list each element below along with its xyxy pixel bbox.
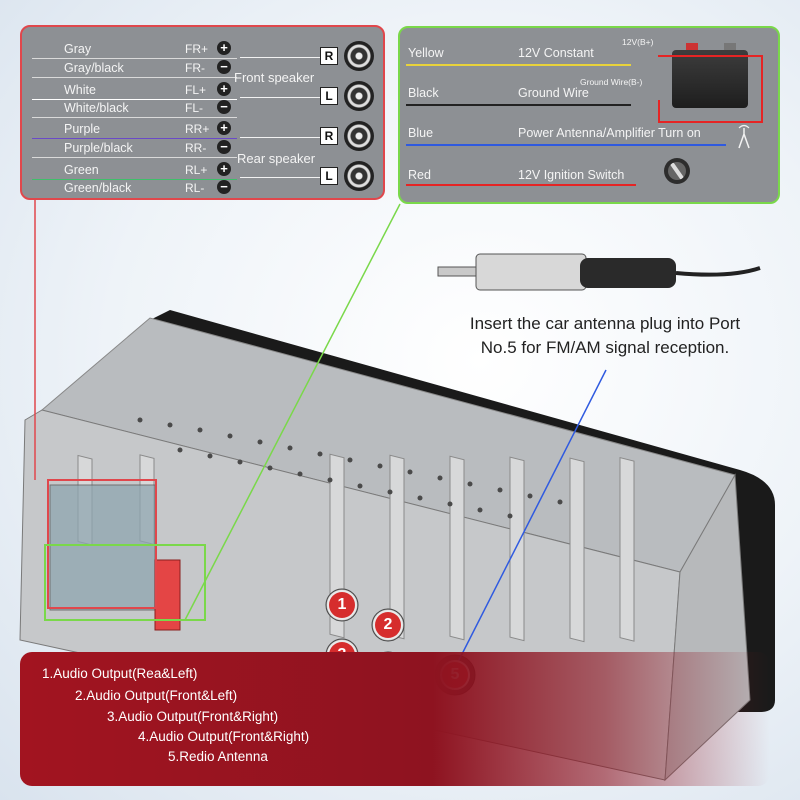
wire-row: White/black FL- − [22,98,262,118]
battery-wire [761,55,763,123]
battery-wire [658,55,763,57]
wire-color-label: Green/black [64,181,132,195]
power-wiring-panel: Yellow 12V Constant Black Ground Wire Bl… [398,26,780,204]
connector-line [240,57,320,58]
legend-item: 4.Audio Output(Front&Right) [138,729,310,744]
red-wire [406,184,636,186]
wire-code: RR+ [185,122,210,136]
battery-positive-label: 12V(B+) [622,37,654,47]
port-badge: 2 [375,612,401,638]
divider [32,58,237,59]
ignition-key-icon [664,158,690,184]
port-badge: 1 [329,592,355,618]
wire-color-label: Black [408,86,439,100]
divider [32,77,237,78]
plus-icon: + [217,121,231,135]
divider [32,99,237,100]
wire-row: Purple/black RR- − [22,138,262,158]
instruction-line: No.5 for FM/AM signal reception. [480,338,730,357]
wire-function-label: 12V Ignition Switch [518,168,625,182]
speaker-wiring-panel: Gray FR+ + Gray/black FR- − White FL+ + … [20,25,385,200]
rca-jack-icon [344,41,374,71]
jack-label: R [320,127,338,145]
black-wire [406,104,631,106]
wire-color-label: Gray/black [64,61,124,75]
wire-color-label: Green [64,163,99,177]
wire-code: FR+ [185,42,209,56]
wire-color-label: Purple/black [64,141,133,155]
wire-code: RR- [185,141,207,155]
rca-jack-icon [344,121,374,151]
wire-color-label: Purple [64,122,101,136]
wire-row: Green/black RL- − [22,178,262,198]
rca-jack-icon [344,161,374,191]
divider [32,179,237,180]
rca-jack-icon [344,81,374,111]
car-battery-icon [672,43,748,108]
minus-icon: − [217,60,231,74]
wire-row: Gray FR+ + [22,39,262,59]
legend-item: 5.Redio Antenna [168,749,268,764]
minus-icon: − [217,180,231,194]
wire-color-label: Gray [64,42,92,56]
rear-speaker-label: Rear speaker [237,151,316,166]
wire-row: Purple RR+ + [22,119,262,139]
antenna-instruction: Insert the car antenna plug into Port No… [425,312,785,360]
plus-icon: + [217,41,231,55]
wire-row: Green RL+ + [22,160,262,180]
legend-item: 2.Audio Output(Front&Left) [75,688,238,703]
wire-row: White FL+ + [22,80,262,100]
wire-code: FR- [185,61,205,75]
divider [32,157,237,158]
antenna-plug-icon [437,253,761,291]
jack-label: R [320,47,338,65]
port-legend: 1.Audio Output(Rea&Left) 2.Audio Output(… [20,652,770,786]
antenna-icon [738,124,750,149]
wire-color-label: White [64,83,96,97]
wire-code: RL- [185,181,205,195]
wire-row: Gray/black FR- − [22,58,262,78]
wire-function-label: Power Antenna/Amplifier Turn on [518,126,701,140]
connector-line [240,177,320,178]
legend-item: 3.Audio Output(Front&Right) [107,709,279,724]
plus-icon: + [217,162,231,176]
wire-color-label: Blue [408,126,434,140]
wire-color-label: Red [408,168,431,182]
jack-label: L [320,167,338,185]
connector-line [240,97,320,98]
front-speaker-label: Front speaker [234,70,315,85]
wire-code: FL- [185,101,203,115]
minus-icon: − [217,100,231,114]
wire-function-label: Ground Wire [518,86,589,100]
jack-label: L [320,87,338,105]
connector-line [240,137,320,138]
yellow-wire [406,64,631,66]
divider [32,117,237,118]
battery-wire [658,100,660,123]
wire-code: FL+ [185,83,207,97]
wire-color-label: White/black [64,101,129,115]
battery-ground-label: Ground Wire(B-) [580,77,643,87]
wire-code: RL+ [185,163,208,177]
battery-wire [658,121,763,123]
wire-color-label: Yellow [408,46,444,60]
divider [32,138,237,139]
legend-item: 1.Audio Output(Rea&Left) [42,666,198,681]
minus-icon: − [217,140,231,154]
wire-function-label: 12V Constant [518,46,594,60]
instruction-line: Insert the car antenna plug into Port [469,314,741,333]
blue-wire [406,144,726,146]
plus-icon: + [217,82,231,96]
